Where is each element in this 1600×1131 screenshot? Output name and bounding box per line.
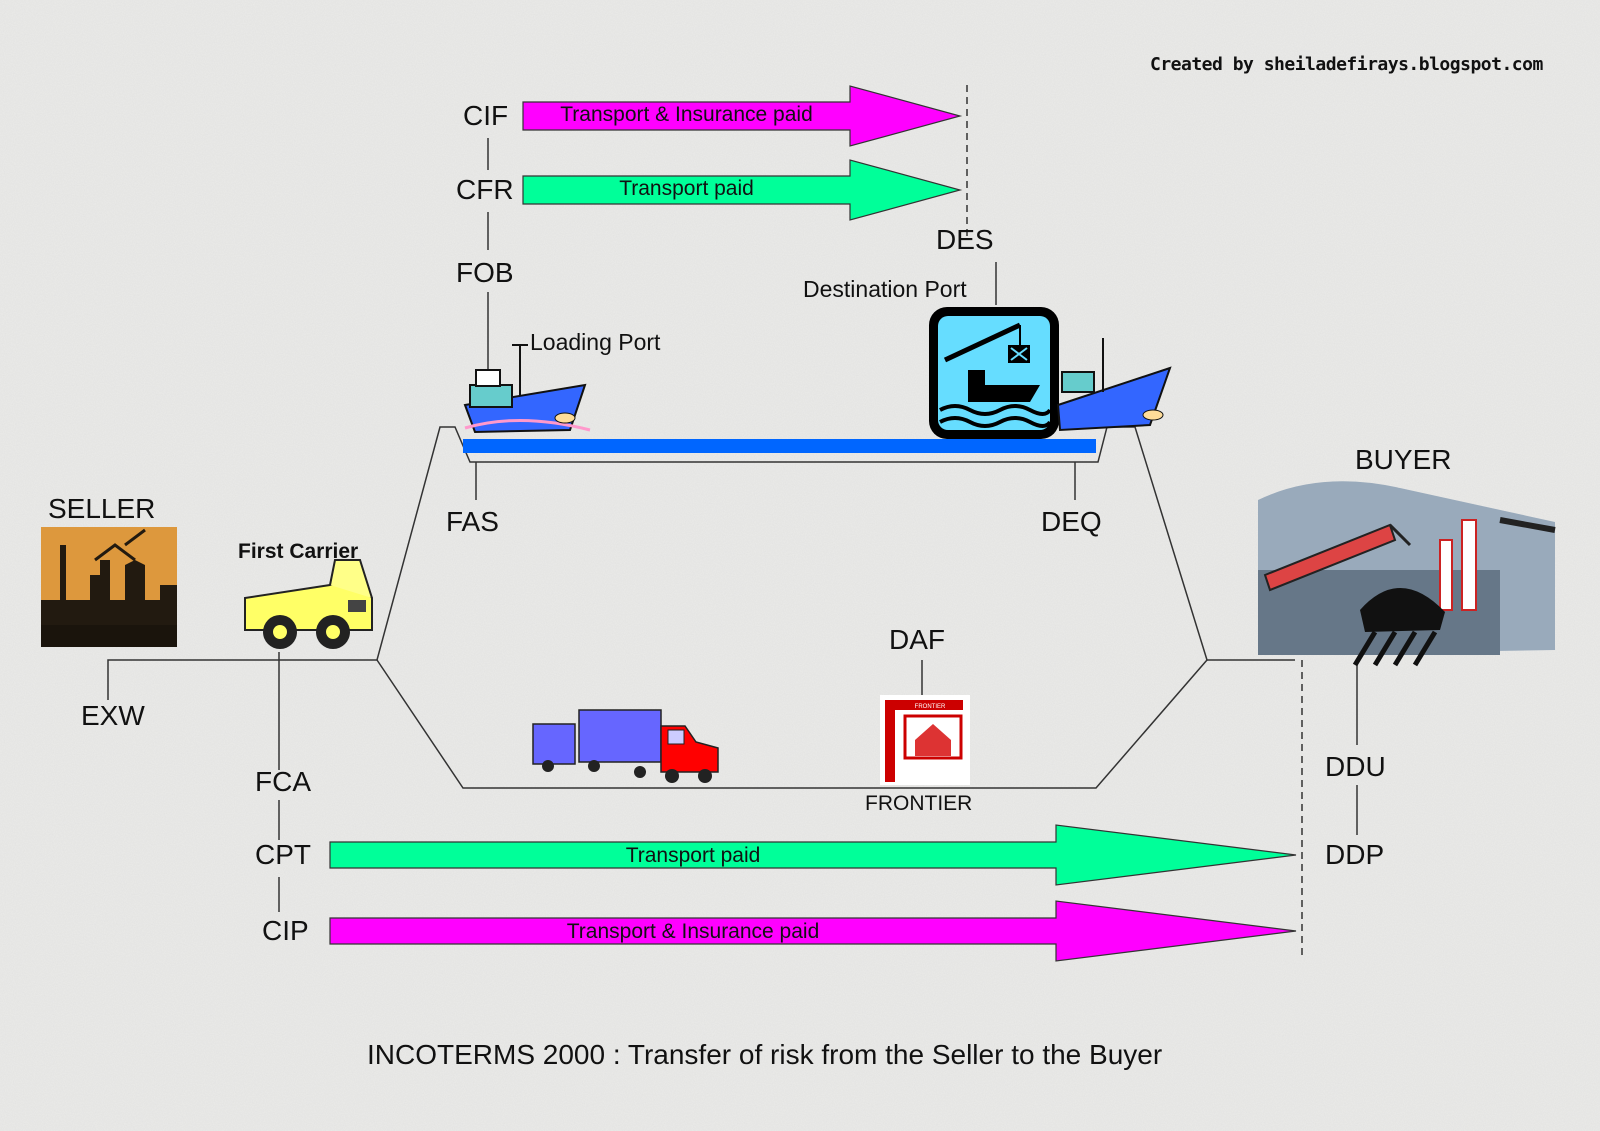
- cip-arrow: [329, 900, 1297, 962]
- cif-arrow: [522, 85, 963, 147]
- term-fas: FAS: [446, 506, 499, 537]
- cfr-arrow-label: Transport paid: [619, 177, 754, 200]
- cpt-arrow: [329, 824, 1297, 886]
- term-cif: CIF: [463, 100, 509, 131]
- cip-arrow-label: Transport & Insurance paid: [566, 920, 820, 943]
- frontier-sign-icon: FRONTIER: [880, 695, 970, 785]
- factory-icon: [41, 527, 177, 647]
- frontier-label: FRONTIER: [865, 792, 973, 815]
- term-cfr: CFR: [456, 174, 514, 205]
- coal-plant-icon: [1258, 481, 1556, 667]
- term-daf: DAF: [889, 624, 945, 655]
- term-fob: FOB: [456, 257, 514, 288]
- seller-label: SELLER: [48, 493, 156, 524]
- lorry-icon: [532, 709, 719, 783]
- term-fca: FCA: [255, 766, 311, 797]
- port-crane-icon: [929, 307, 1059, 439]
- diagram-caption: INCOTERMS 2000 : Transfer of risk from t…: [367, 1039, 1163, 1070]
- term-cpt: CPT: [255, 839, 311, 870]
- loading-port-label: Loading Port: [530, 329, 661, 355]
- term-ddu: DDU: [1325, 751, 1386, 782]
- dump-truck-icon: [244, 559, 373, 649]
- term-cip: CIP: [262, 915, 309, 946]
- water-channel: [463, 439, 1096, 453]
- cfr-arrow: [522, 159, 963, 221]
- cpt-arrow-label: Transport paid: [625, 844, 761, 867]
- destination-port-label: Destination Port: [803, 276, 967, 302]
- term-deq: DEQ: [1041, 506, 1102, 537]
- credit-text: Created by sheiladefirays.blogspot.com: [1150, 54, 1543, 75]
- ship-icon: [463, 344, 591, 434]
- ship-icon-destination: [1056, 338, 1172, 432]
- sea-route: [107, 426, 1295, 700]
- term-ddp: DDP: [1325, 839, 1385, 870]
- land-route: [376, 659, 1208, 789]
- route-lines: [107, 138, 1358, 912]
- sign-text: FRONTIER: [915, 704, 946, 710]
- term-des: DES: [936, 224, 994, 255]
- first-carrier-label: First Carrier: [238, 540, 359, 563]
- term-exw: EXW: [81, 700, 145, 731]
- buyer-label: BUYER: [1355, 444, 1452, 475]
- cif-arrow-label: Transport & Insurance paid: [560, 103, 813, 126]
